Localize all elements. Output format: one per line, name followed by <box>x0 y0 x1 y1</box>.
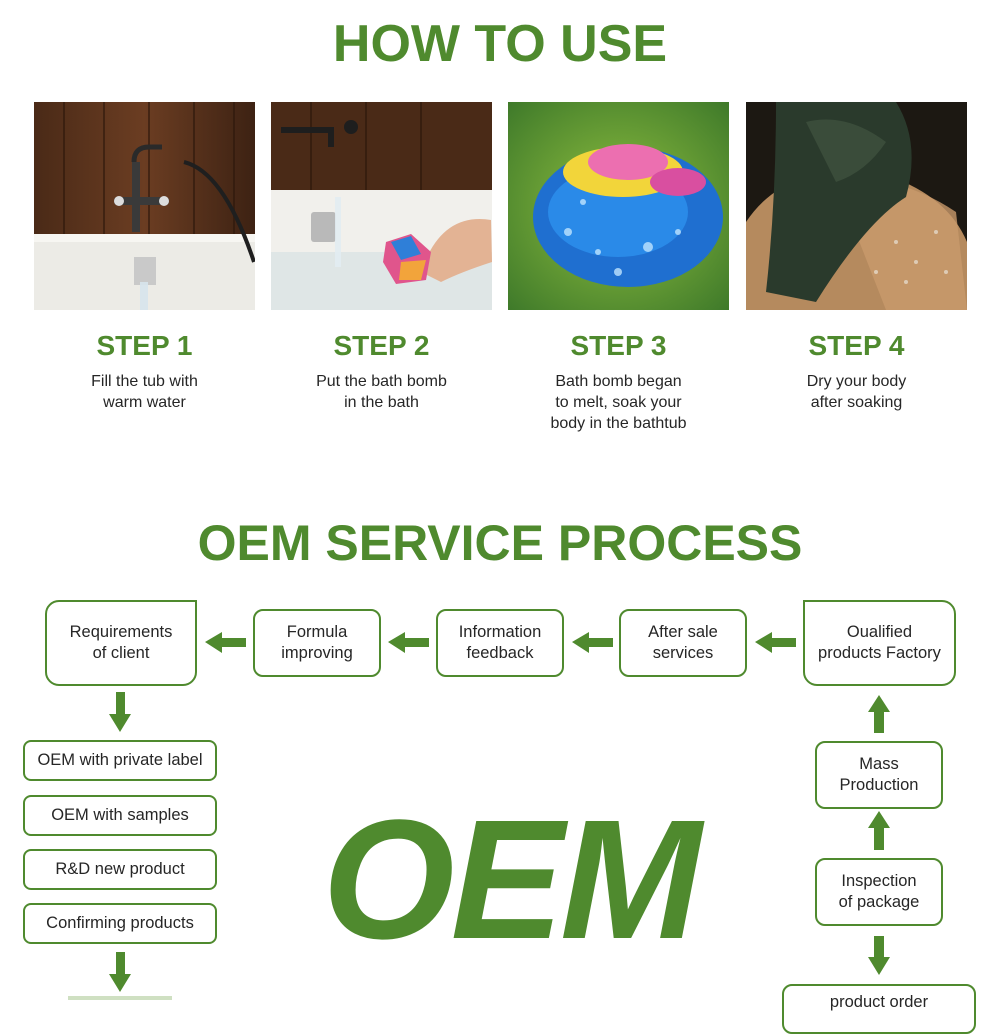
arrow-left-3 <box>572 632 613 653</box>
arrow-down-right <box>868 936 890 975</box>
formula-improving-box: Formula improving <box>253 609 381 677</box>
oem-samples-box: OEM with samples <box>23 795 217 836</box>
arrow-down-left-1 <box>109 692 131 732</box>
step-2-photo <box>271 102 492 310</box>
step-4-text: Dry your body after soaking <box>806 373 907 411</box>
qualified-products-factory-box: Oualified products Factory <box>803 600 956 686</box>
step-4-title: STEP 4 <box>808 330 905 361</box>
step-4-photo <box>746 102 967 310</box>
information-feedback-box: Information feedback <box>436 609 564 677</box>
oem-private-label-box: OEM with private label <box>23 740 217 781</box>
confirming-products-box: Confirming products <box>23 903 217 944</box>
arrow-down-left-2 <box>109 952 131 992</box>
oem-process-title: OEM SERVICE PROCESS <box>197 515 803 571</box>
flow-arrows <box>109 632 890 992</box>
product-order-box: product order <box>782 984 976 1034</box>
step-1-photo <box>34 102 255 310</box>
next-step-box-partial <box>68 996 172 1000</box>
arrow-up-right-2 <box>868 811 890 850</box>
oem-watermark: OEM <box>322 785 701 975</box>
arrow-up-right-1 <box>868 695 890 733</box>
step-1-text: Fill the tub with warm water <box>91 373 198 411</box>
inspection-of-package-box: Inspection of package <box>815 858 943 926</box>
step-3-text: Bath bomb began to melt, soak your body … <box>550 373 687 432</box>
arrow-left-4 <box>755 632 796 653</box>
requirements-of-client-box: Requirements of client <box>45 600 197 686</box>
how-to-use-title: HOW TO USE <box>332 15 668 73</box>
step-2-text: Put the bath bomb in the bath <box>316 373 447 411</box>
step-2-title: STEP 2 <box>333 330 430 361</box>
step-3-photo <box>508 102 729 310</box>
rd-new-product-box: R&D new product <box>23 849 217 890</box>
after-sale-services-box: After sale services <box>619 609 747 677</box>
mass-production-box: Mass Production <box>815 741 943 809</box>
step-3-title: STEP 3 <box>570 330 667 361</box>
step-1-title: STEP 1 <box>96 330 193 361</box>
arrow-left-1 <box>205 632 246 653</box>
arrow-left-2 <box>388 632 429 653</box>
